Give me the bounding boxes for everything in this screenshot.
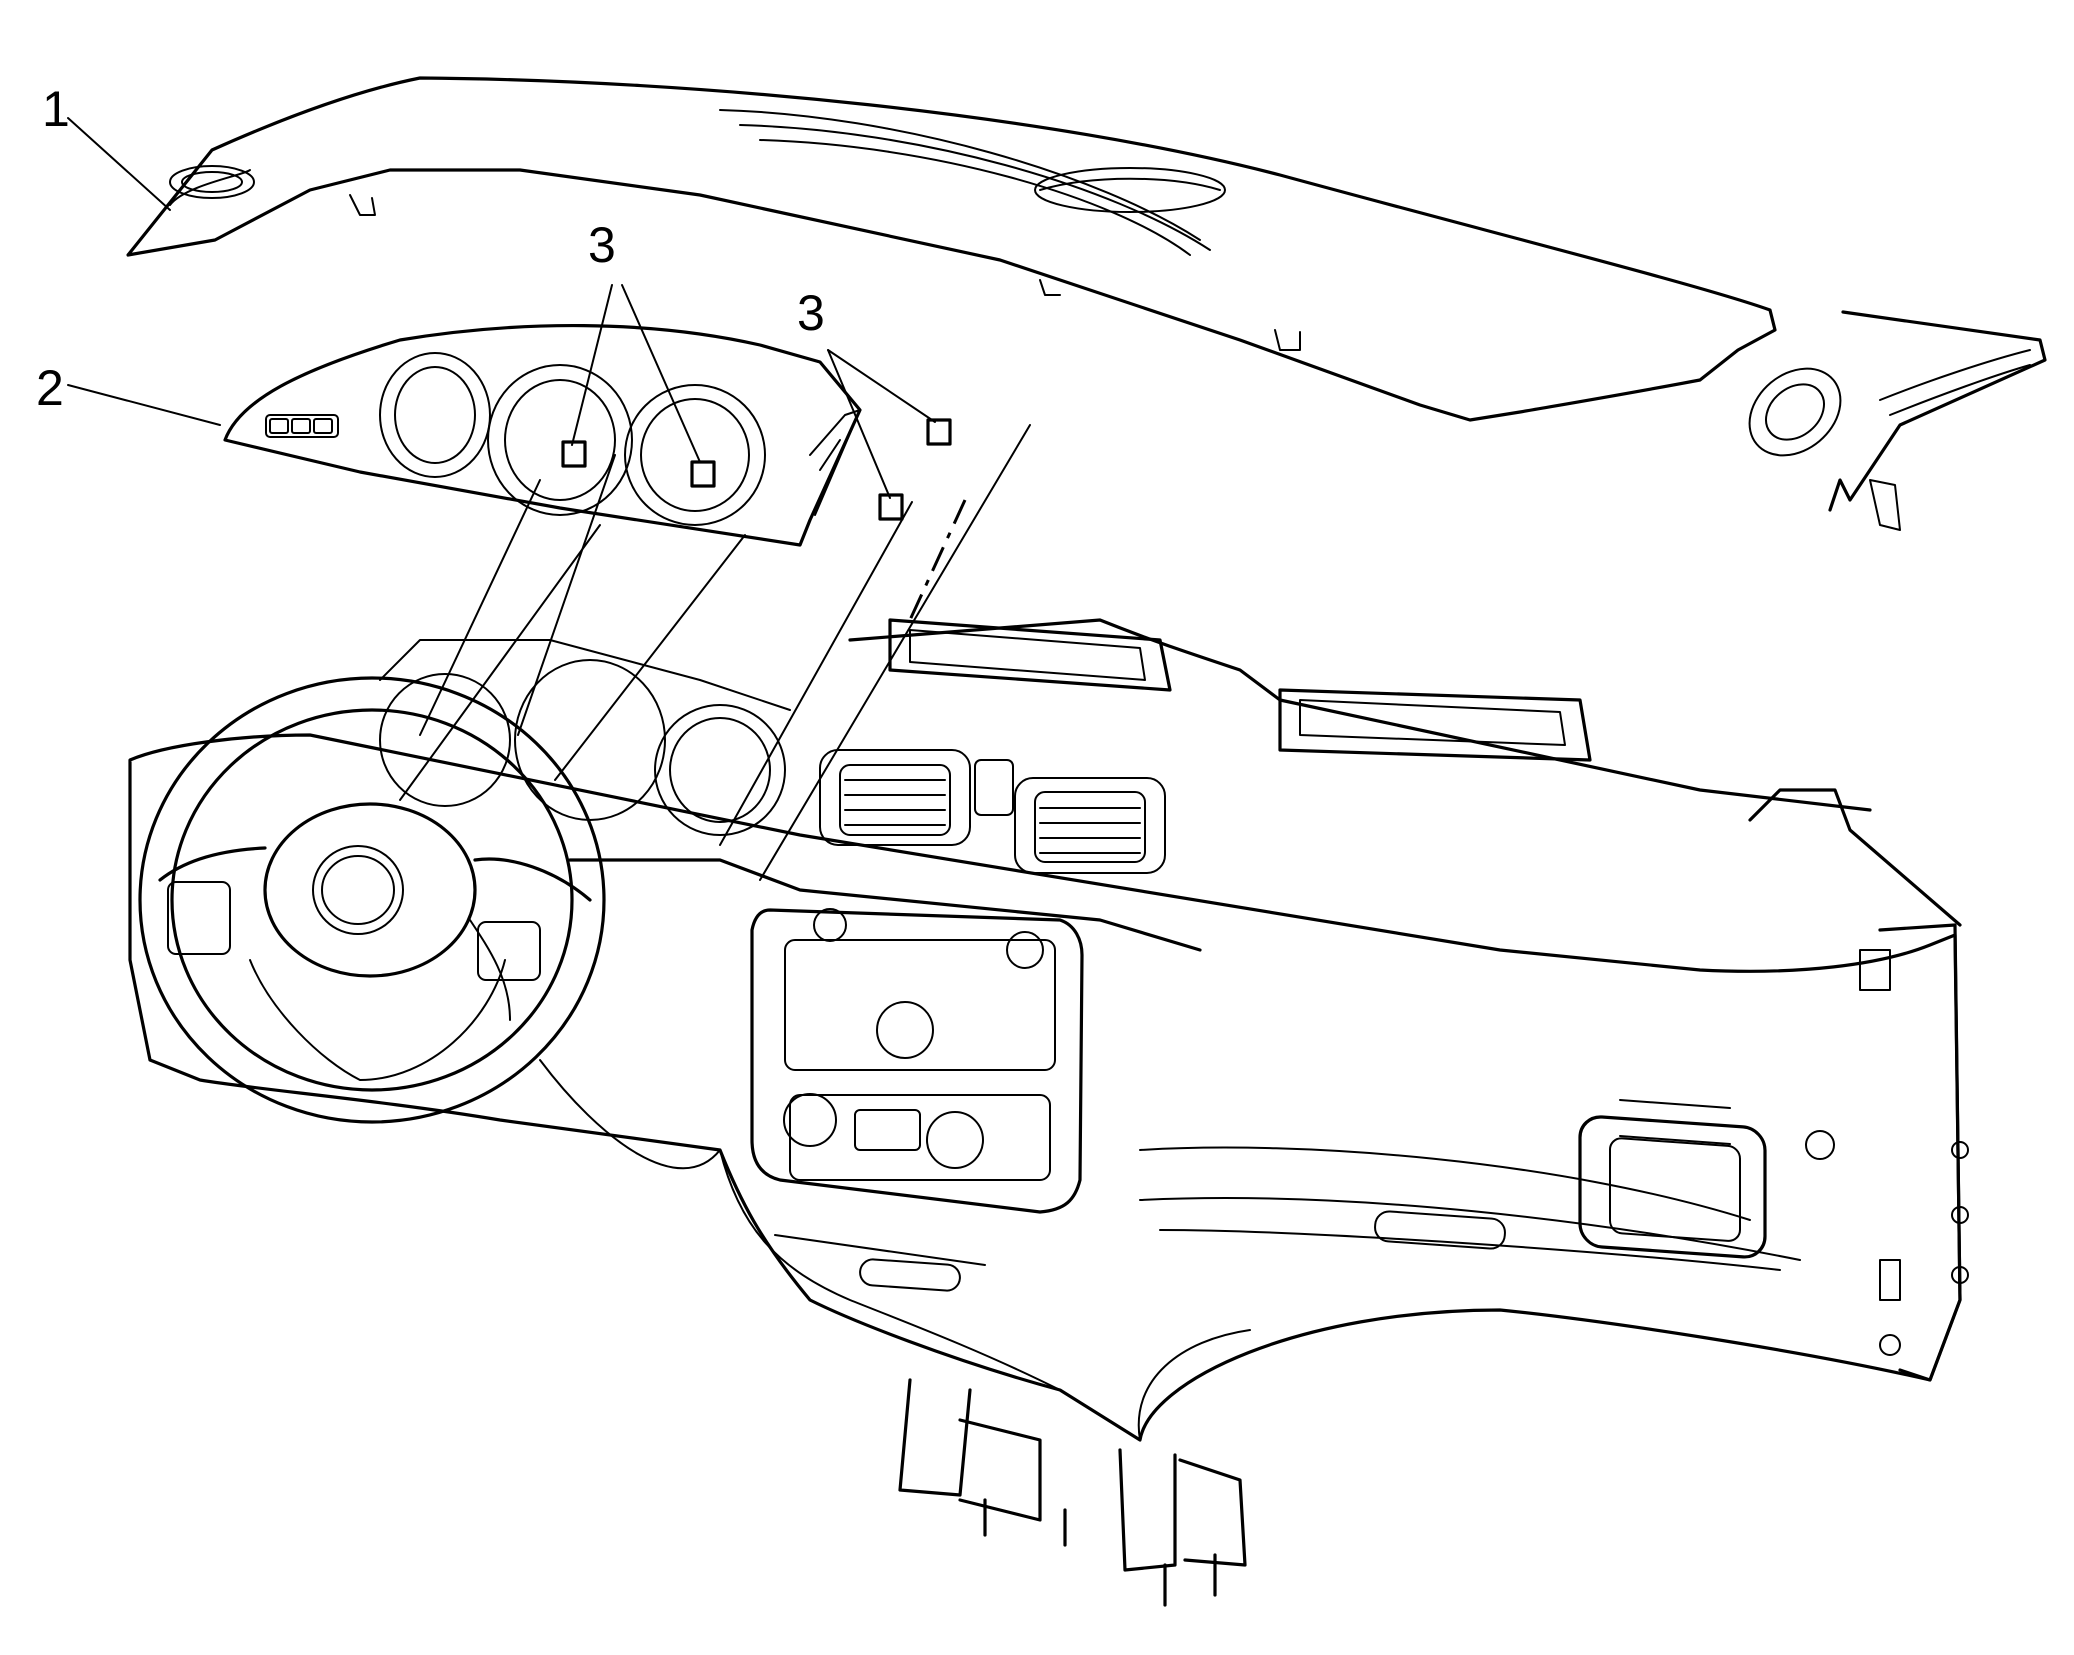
cluster-trim-bezel	[223, 324, 952, 547]
leader-lines	[67, 117, 936, 499]
callout-labels: 1 2 3 3	[36, 81, 825, 416]
upper-trim-panel	[126, 76, 2047, 531]
callout-3-right: 3	[797, 285, 825, 341]
attachment-lines	[399, 424, 1031, 881]
callout-3-left: 3	[588, 217, 616, 273]
callout-2: 2	[36, 360, 64, 416]
instrument-panel-assembly	[128, 618, 1969, 1607]
callout-1: 1	[42, 81, 70, 137]
